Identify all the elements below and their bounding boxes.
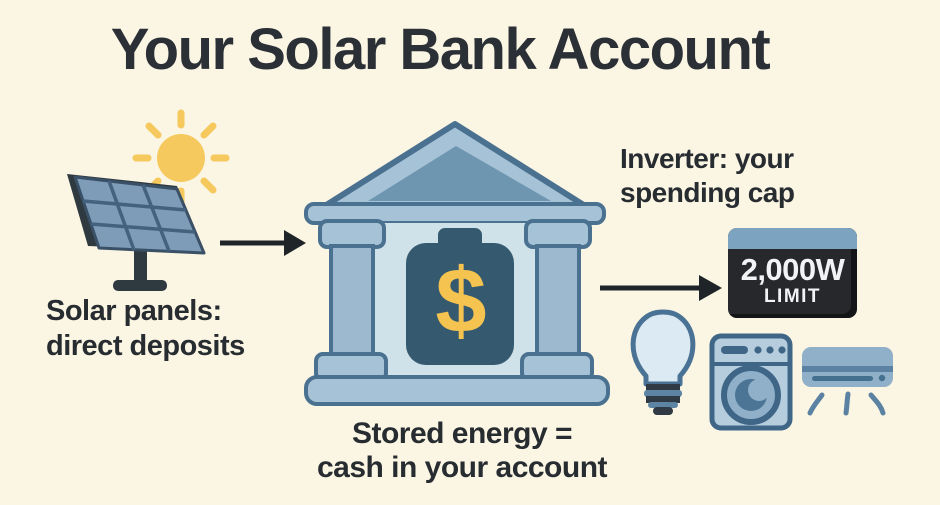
dollar-sign: $ (435, 250, 486, 352)
inverter-label-line1: Inverter: your (620, 143, 794, 174)
solar-panels-label-line2: direct deposits (46, 330, 245, 362)
bank-icon: $ (304, 121, 610, 406)
flow-arrow-2-icon (600, 275, 722, 301)
stored-energy-label-line1: Stored energy = (351, 417, 573, 450)
inverter-badge-top-strip (728, 228, 857, 249)
solar-panels-label: Solar panels: direct deposits (46, 294, 245, 364)
stored-energy-label: Stored energy = cash in your account (287, 417, 637, 485)
inverter-wattage-value: 2,000W (740, 252, 845, 287)
washing-machine-icon (709, 333, 793, 431)
page-title: Your Solar Bank Account (110, 17, 771, 82)
inverter-limit-text: LIMIT (763, 286, 822, 307)
battery-icon: $ (406, 228, 514, 365)
flow-arrow-1-icon (220, 230, 306, 256)
inverter-label-line2: spending cap (620, 177, 795, 208)
inverter-label: Inverter: your spending cap (620, 142, 795, 210)
solar-panel-icon (67, 174, 206, 291)
lightbulb-icon (630, 309, 696, 415)
solar-panels-label-line1: Solar panels: (46, 295, 222, 327)
stored-energy-label-line2: cash in your account (316, 451, 608, 484)
air-conditioner-icon (802, 347, 893, 416)
inverter-badge: 2,000W LIMIT (728, 228, 857, 318)
